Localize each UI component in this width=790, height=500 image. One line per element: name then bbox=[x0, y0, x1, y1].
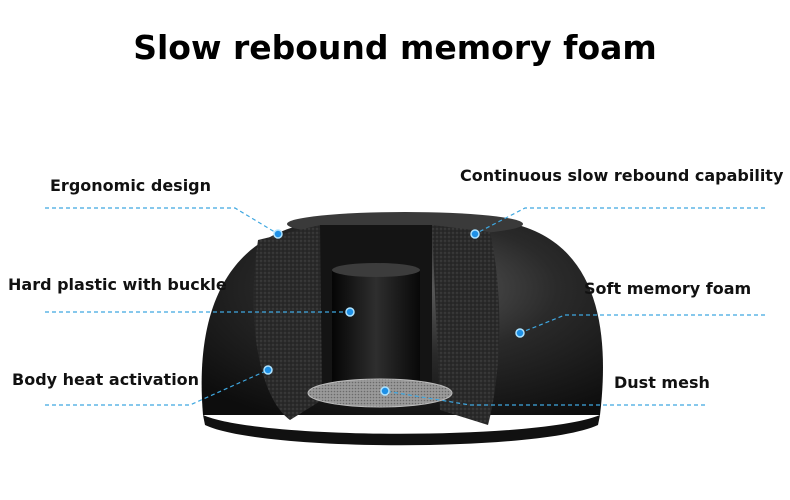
callout-line-continuous bbox=[474, 207, 765, 235]
foam-right bbox=[432, 225, 500, 425]
label-body-heat: Body heat activation bbox=[12, 370, 200, 389]
callout-line-soft-foam bbox=[519, 314, 765, 334]
callout-dot-soft-foam bbox=[515, 328, 525, 338]
page-title: Slow rebound memory foam bbox=[133, 28, 657, 67]
callout-line-dust-mesh bbox=[384, 390, 705, 406]
callout-dot-continuous bbox=[470, 229, 480, 239]
callout-line-ergonomic bbox=[45, 207, 279, 235]
label-continuous-rebound: Continuous slow rebound capability bbox=[460, 166, 784, 185]
callout-dot-dust-mesh bbox=[380, 386, 390, 396]
callout-dot-ergonomic bbox=[273, 229, 283, 239]
label-soft-foam: Soft memory foam bbox=[584, 279, 752, 298]
plastic-tube bbox=[332, 270, 420, 385]
label-ergonomic-design: Ergonomic design bbox=[50, 176, 212, 195]
plastic-tube-top bbox=[332, 263, 420, 277]
eartip-base bbox=[203, 415, 600, 446]
callout-lines bbox=[45, 207, 765, 406]
dust-mesh bbox=[307, 378, 453, 408]
callout-dot-body-heat bbox=[263, 365, 273, 375]
label-dust-mesh: Dust mesh bbox=[614, 373, 710, 392]
callout-dots bbox=[263, 229, 525, 396]
label-hard-plastic: Hard plastic with buckle bbox=[8, 275, 227, 294]
callout-dot-hard-plastic bbox=[345, 307, 355, 317]
